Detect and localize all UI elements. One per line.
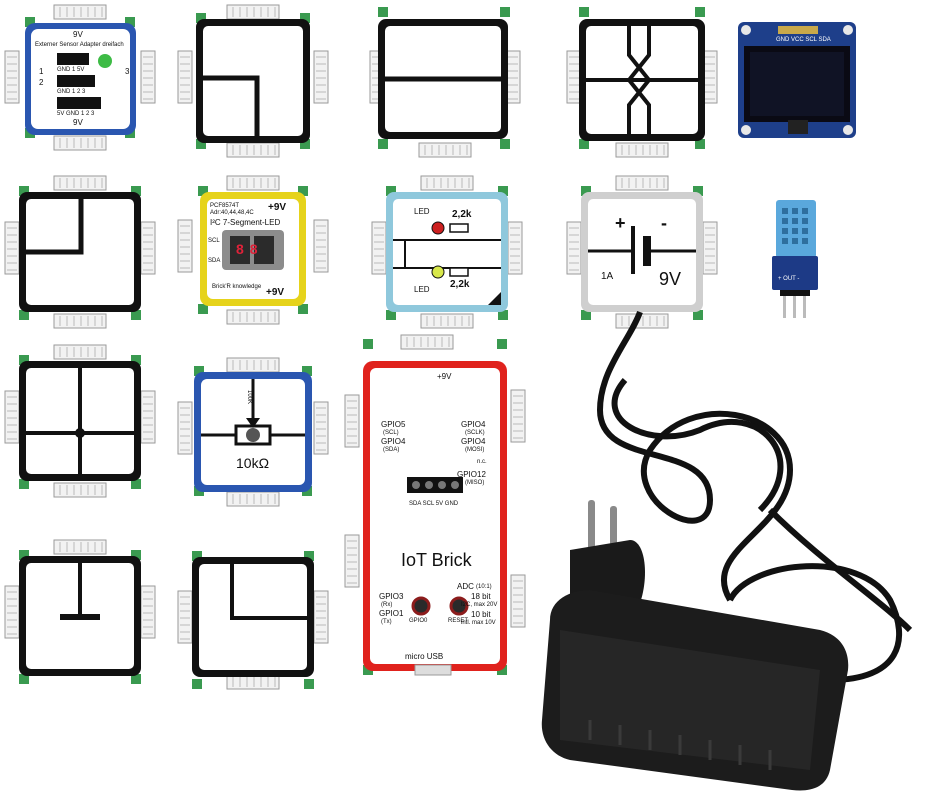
iot-title: IoT Brick: [401, 550, 472, 570]
oled-display-module: GND VCC SCL SDA: [738, 22, 858, 140]
bit10-sub: intl. max 10V: [461, 620, 496, 626]
seven-segment-brick: PCF8574T Adr:40,44,48,4C +9V I²C 7-Segme…: [177, 175, 329, 326]
row1-pins: GND 1 5V: [57, 67, 85, 73]
row2-pins: GND 1 2 3: [57, 89, 86, 95]
gpio1-label: GPIO1: [379, 609, 404, 618]
gpio3-label: GPIO3: [379, 592, 404, 601]
resistor-top-label: 2,2k: [452, 209, 472, 220]
bottom-voltage-label: 9V: [73, 118, 83, 127]
pot-value-label: 10kΩ: [236, 455, 270, 471]
gpio1-sub: (Tx): [381, 619, 392, 625]
resistor-bottom-label: 2,2k: [450, 279, 470, 290]
corner-wire-brick: [177, 4, 329, 160]
end-cap-brick: [4, 539, 156, 695]
segment-digits: 88: [236, 241, 264, 257]
gpio12-sub: (MISO): [465, 480, 485, 486]
pot-code-label: 100K: [246, 390, 252, 405]
gpio4-left-label: GPIO4: [381, 437, 406, 446]
straight-wire-brick: [369, 5, 521, 160]
dual-led-brick: LED 2,2k LED 2,2k: [371, 175, 523, 331]
adapter-title: Externer Sensor Adapter dreifach: [35, 42, 124, 48]
gpio4-right1-label: GPIO4: [461, 420, 486, 429]
potentiometer-brick: 100K 10kΩ: [177, 357, 329, 508]
bit18-label: 18 bit: [471, 592, 491, 601]
gpio0-button-label: GPIO0: [409, 618, 428, 624]
sda-label: SDA: [208, 258, 221, 264]
gpio4-right2-sub: (MOSI): [465, 447, 485, 453]
port-2-label: 2: [39, 78, 44, 87]
oled-pins-label: GND VCC SCL SDA: [776, 37, 831, 43]
battery-plus-label: +: [615, 213, 626, 233]
scl-label: SCL: [208, 238, 220, 244]
adc-sub: (10:1): [476, 584, 492, 590]
bit10-label: 10 bit: [471, 610, 491, 619]
usb-label: micro USB: [405, 652, 444, 661]
led-top-label: LED: [414, 207, 430, 216]
reset-button-label: RESET: [448, 618, 469, 624]
gpio4-right2-label: GPIO4: [461, 437, 486, 446]
corner-wire-brick-3: [177, 545, 329, 700]
dht-sensor-module: + OUT -: [770, 200, 826, 320]
row3-pins: 5V GND 1 2 3: [57, 111, 95, 117]
brand-logo: Brick'R knowledge: [212, 284, 262, 290]
adc-label: ADC: [457, 582, 474, 591]
battery-voltage-label: 9V: [659, 269, 682, 289]
sensor-adapter-brick: 9V Externer Sensor Adapter dreifach GND …: [4, 4, 156, 151]
led-bottom-label: LED: [414, 285, 430, 294]
battery-minus-label: -: [661, 213, 667, 233]
voltage-top-label: +9V: [268, 202, 287, 213]
port-3-label: 3: [125, 67, 130, 76]
crossover-brick: [566, 5, 718, 160]
gpio4-left-sub: (SDA): [383, 447, 400, 453]
battery-current-label: 1A: [601, 271, 614, 282]
segment-name-label: I²C 7-Segment-LED: [210, 218, 281, 227]
nc-label: n.c.: [477, 459, 487, 465]
gpio4-right1-sub: (SCLK): [465, 430, 485, 436]
iot-voltage-label: +9V: [437, 372, 452, 381]
t-junction-brick: [4, 344, 156, 500]
chip-label: PCF8574T: [210, 203, 240, 209]
iot-brick: +9V GPIO5 (SCL) GPIO4 (SDA) GPIO4 (SCLK)…: [344, 334, 526, 680]
address-label: Adr:40,44,48,4C: [210, 210, 254, 216]
dht-pins-label: + OUT -: [778, 276, 800, 282]
header-pins-label: SDA SCL 5V GND: [409, 501, 459, 507]
corner-wire-brick-2: [4, 175, 156, 331]
port-1-label: 1: [39, 67, 44, 76]
gpio5-label: GPIO5: [381, 420, 406, 429]
gpio3-sub: (Rx): [381, 602, 393, 608]
gpio5-sub: (SCL): [383, 430, 399, 436]
voltage-bottom-label: +9V: [266, 287, 285, 298]
power-adapter: [530, 300, 940, 795]
top-voltage-label: 9V: [73, 30, 83, 39]
gpio12-label: GPIO12: [457, 470, 486, 479]
battery-brick: + - 1A 9V: [566, 175, 718, 331]
bit18-sub: I2C, max 20V: [461, 602, 498, 608]
